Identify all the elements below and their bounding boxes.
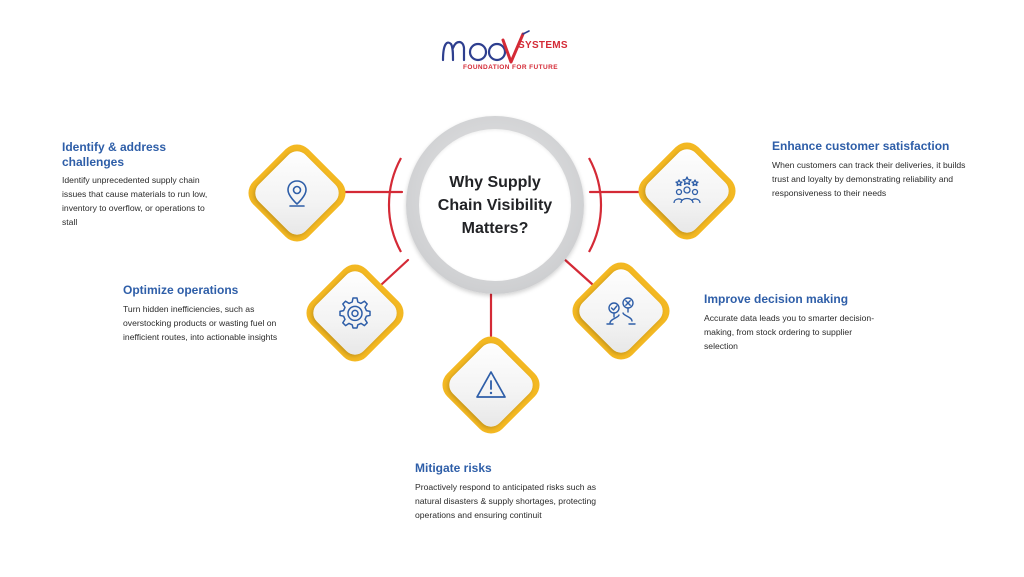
warning-icon — [476, 371, 506, 398]
connector-arc-right — [588, 157, 603, 253]
item-identify: Identify & address challenges Identify u… — [62, 140, 212, 229]
item-identify-text: Identify unprecedented supply chain issu… — [62, 175, 208, 227]
item-improve-text: Accurate data leads you to smarter decis… — [704, 313, 875, 351]
location-pin-icon — [287, 180, 307, 207]
diamond-optimize — [299, 257, 411, 369]
diamond-mitigate — [435, 329, 547, 441]
connector-arc-left — [387, 157, 402, 253]
logo-systems-text: SYSTEMS — [518, 40, 568, 51]
diamond-improve — [565, 255, 677, 367]
center-circle: Why Supply Chain Visibility Matters? — [406, 116, 584, 294]
item-mitigate-text: Proactively respond to anticipated risks… — [415, 482, 597, 520]
center-circle-inner: Why Supply Chain Visibility Matters? — [419, 129, 571, 281]
item-mitigate-title: Mitigate risks — [415, 461, 492, 475]
customer-satisfaction-icon — [673, 176, 701, 204]
diamond-identify — [241, 137, 353, 249]
item-optimize-text: Turn hidden inefficiencies, such as over… — [123, 304, 278, 342]
logo-wordmark-graphic — [441, 30, 530, 64]
decision-icon — [606, 297, 636, 325]
item-enhance-text: When customers can track their deliverie… — [772, 160, 966, 198]
diamond-enhance — [631, 135, 743, 247]
brand-logo: SYSTEMS FOUNDATION FOR FUTURE — [437, 30, 587, 78]
item-optimize: Optimize operations Turn hidden ineffici… — [123, 283, 293, 344]
item-identify-title: Identify & address challenges — [62, 140, 167, 169]
item-mitigate: Mitigate risks Proactively respond to an… — [415, 461, 605, 522]
logo-tagline: FOUNDATION FOR FUTURE — [463, 64, 558, 71]
item-optimize-title: Optimize operations — [123, 283, 239, 297]
item-improve: Improve decision making Accurate data le… — [704, 292, 884, 353]
item-enhance-title: Enhance customer satisfaction — [772, 139, 950, 153]
item-improve-title: Improve decision making — [704, 292, 849, 306]
center-title: Why Supply Chain Visibility Matters? — [437, 173, 553, 237]
item-enhance: Enhance customer satisfaction When custo… — [772, 139, 982, 200]
gear-icon — [339, 297, 371, 329]
